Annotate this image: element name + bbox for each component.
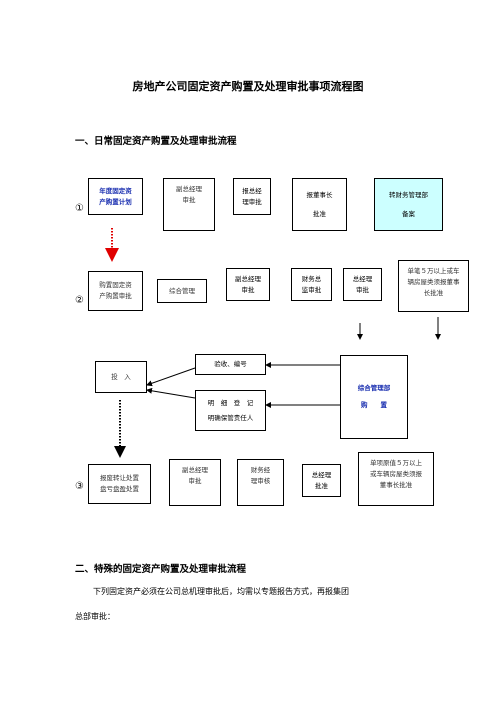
arrow-register-invest [146,387,196,399]
row1-finance-filing-box: 转财务管理部备案 [374,178,443,231]
section-1-heading: 一、日常固定资产购置及处理审批流程 [75,136,237,147]
row-marker-1: ① [75,203,84,214]
acceptance-numbering-box: 验收、编号 [195,354,266,375]
section-2-paragraph-line-1: 下列固定资产必须在公司总机理审批后，均需以专题报告方式，再报集团 [93,587,349,596]
detail-registration-box: 明 细 登 记明确保管责任人 [195,390,266,431]
section-2-paragraph-line-2: 总部审批： [75,612,115,621]
row-marker-3: ③ [75,481,84,492]
row1-gm-approval-box: 报总经理审批 [233,178,271,215]
row2-gm-approval-box: 总经理审批 [343,268,382,301]
row1-chairman-approval-box: 报董事长批准 [292,178,347,231]
row4-gm-approval-box: 总经理批准 [302,464,341,497]
row4-finance-review-box: 财务经理审核 [237,459,284,506]
purchase-apply-box: 购置固定资产购置审批 [88,271,143,311]
page-title: 房地产公司固定资产购置及处理审批事项流程图 [132,80,364,93]
row2-vp-approval-box: 副总经理审批 [226,268,270,301]
admin-management-box: 综合管理 [157,279,207,303]
row2-threshold-note-box: 单笔５万以上或车辆房屋类须报董事长批准 [398,260,469,312]
section-2-heading: 二、特殊的固定资产购置及处理审批流程 [75,564,247,575]
invest-box: 投 入 [95,361,147,393]
arrow-accept-invest [146,367,196,387]
row4-vp-approval-box: 副总经理审批 [169,459,221,506]
row-marker-2: ② [75,295,84,306]
disposal-box: 报废转让处置盘亏盘盈处置 [88,464,151,504]
row1-vp-approval-box: 副总经理审批 [163,178,215,231]
row4-threshold-note-box: 单项原值５万以上或车辆房屋类须报董事长批准 [358,452,434,506]
row2-cfo-approval-box: 财务总监审批 [291,268,332,301]
admin-dept-purchase-box: 综合管理部购 置 [340,355,408,439]
annual-plan-box: 年度固定资产购置计划 [88,178,143,215]
